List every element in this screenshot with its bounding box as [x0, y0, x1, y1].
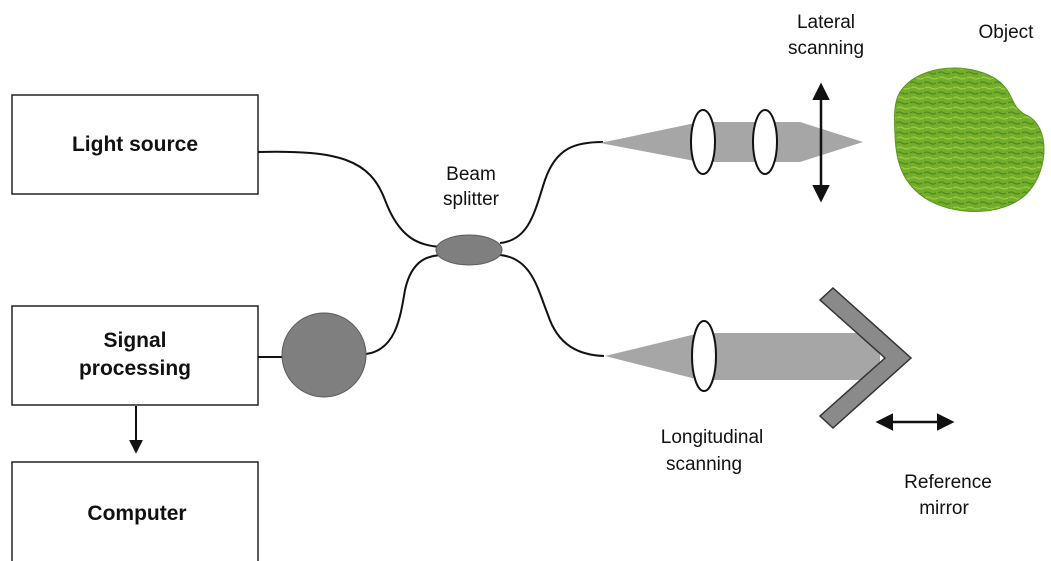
beam-splitter-icon: [435, 234, 503, 266]
reference-mirror-icon: [818, 286, 913, 430]
object-icon: [894, 67, 1045, 212]
beam-splitter-label-line2: splitter: [443, 189, 500, 210]
object-label: Object: [979, 22, 1035, 43]
reference-mirror-label-line1: Reference: [904, 472, 992, 493]
reference-arm-beam: [605, 333, 880, 380]
longitudinal-scanning-label-line2: scanning: [666, 454, 742, 475]
fiber-detector: [365, 254, 446, 355]
sample-lens-2-icon: [752, 109, 778, 175]
reference-mirror-label-line2: mirror: [919, 498, 969, 519]
detector-icon: [281, 312, 367, 398]
fiber-sample-arm: [499, 141, 604, 244]
signal-processing-box: Signal processing: [11, 305, 259, 406]
light-source-label: Light source: [72, 133, 198, 156]
lateral-scanning-label-line2: scanning: [788, 38, 864, 59]
sample-arm-beam: [600, 122, 863, 162]
signal-processing-label-line1: Signal: [103, 329, 166, 352]
computer-box: Computer: [11, 461, 259, 561]
light-source-box: Light source: [11, 94, 259, 195]
beam-splitter-label-line1: Beam: [446, 164, 496, 185]
signal-processing-label-line2: processing: [79, 357, 191, 380]
longitudinal-scanning-label-line1: Longitudinal: [661, 427, 763, 448]
computer-label: Computer: [87, 502, 186, 525]
lateral-scanning-label-line1: Lateral: [797, 12, 855, 33]
fiber-reference-arm: [499, 254, 605, 357]
sample-lens-1-icon: [690, 109, 716, 175]
fiber-light-source: [257, 150, 441, 248]
reference-lens-icon: [691, 320, 717, 392]
